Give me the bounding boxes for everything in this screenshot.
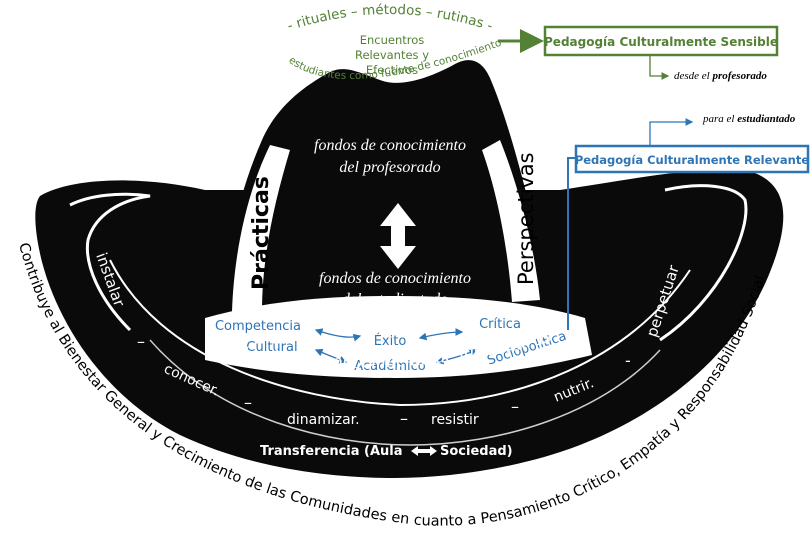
bidirectional-arrow-icon xyxy=(411,446,437,456)
critica-line1: Crítica xyxy=(479,317,521,332)
exito-line2: Académico xyxy=(354,359,425,374)
competencia-line1: Competencia xyxy=(215,319,301,334)
stud-fondos-line1: fondos de conocimiento xyxy=(319,270,471,287)
sensible-box-label: Pedagogía Culturalmente Sensible xyxy=(544,35,778,49)
prof-fondos-line2: del profesorado xyxy=(339,159,440,176)
brim-highlight-right xyxy=(659,184,748,342)
crown-panel-right xyxy=(482,140,540,302)
relevante-box xyxy=(574,144,810,174)
dash-3: – xyxy=(400,409,408,428)
sensible-box xyxy=(543,25,779,57)
profesorado-connector xyxy=(649,56,670,80)
relevante-box-label: Pedagogía Culturalmente Relevante xyxy=(575,153,810,167)
top-arc-text: - rituales – métodos – rutinas - xyxy=(285,2,494,34)
practicas-label: Prácticas xyxy=(249,176,274,290)
exito-line1: Éxito xyxy=(374,333,407,349)
encuentros-line2: Relevantes y xyxy=(355,48,429,62)
perspectivas-label: Perspectivas xyxy=(514,152,538,285)
transferencia-pre: Transferencia (Aula xyxy=(260,444,403,459)
encuentros-line3: Efectivos xyxy=(366,63,418,77)
brim-inner-curve xyxy=(109,259,691,407)
estudiantado-connector xyxy=(649,118,694,146)
brim-highlight-left xyxy=(69,192,151,332)
encuentros-line1: Encuentros xyxy=(360,33,425,47)
prof-fondos-line1: fondos de conocimiento xyxy=(314,137,466,154)
double-arrow-icon xyxy=(380,203,416,269)
crown-panel-left xyxy=(232,145,290,312)
dash-2: – xyxy=(244,393,252,412)
dash-1: – xyxy=(137,332,145,351)
transferencia-post: Sociedad) xyxy=(440,444,513,459)
competencia-line2: Cultural xyxy=(246,340,297,355)
resistir-label: resistir xyxy=(431,412,479,428)
dinamizar-label: dinamizar. xyxy=(287,412,360,428)
brim-lower-curve xyxy=(149,339,661,446)
stud-fondos-line2: del estudiantado xyxy=(342,291,448,308)
dash-5: - xyxy=(625,351,631,370)
profesorado-note: desde el profesorado xyxy=(674,70,767,82)
hat-band xyxy=(205,296,592,378)
hat-crown xyxy=(225,60,548,321)
dash-4: – xyxy=(511,397,519,416)
relevante-connector xyxy=(567,157,576,330)
band-connector-arrows xyxy=(314,328,478,365)
estudiantado-note: para el estudiantado xyxy=(702,113,796,125)
